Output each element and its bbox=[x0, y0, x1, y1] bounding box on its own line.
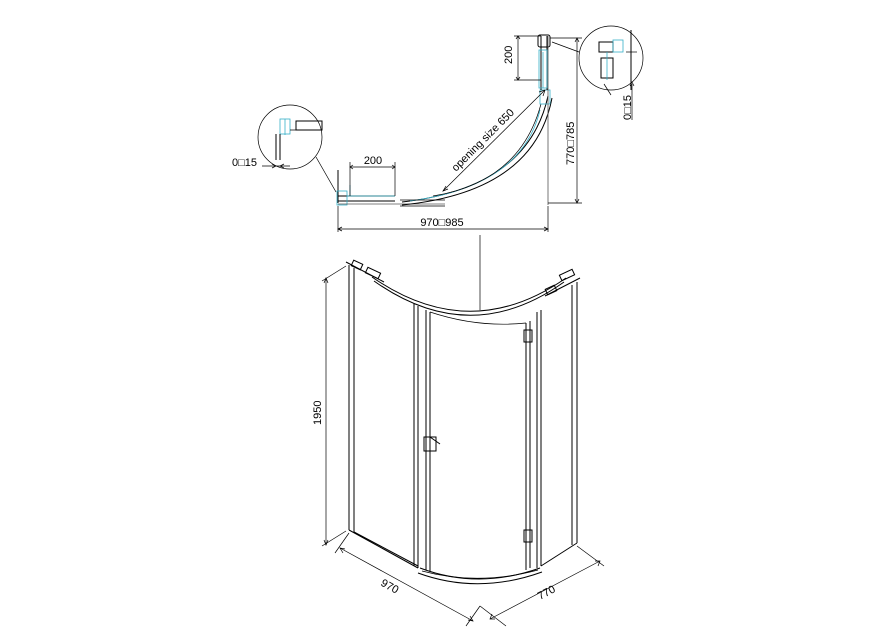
front-depth-dimension: 770 bbox=[479, 545, 605, 627]
left-fixed-width-label: 200 bbox=[364, 155, 382, 167]
right-wall-profile bbox=[537, 34, 551, 205]
right-fixed-panel bbox=[536, 268, 581, 568]
bottom-hinge bbox=[523, 529, 533, 543]
plan-view: 200 0□15 bbox=[232, 25, 644, 232]
right-fixed-dimension: 200 bbox=[503, 35, 541, 81]
left-detail-dimension-label: 0□15 bbox=[232, 157, 257, 169]
width-range-label: 970□985 bbox=[420, 217, 463, 229]
depth-range-dimension: 770□785 bbox=[548, 37, 582, 204]
bottom-curved-tray bbox=[417, 567, 543, 585]
left-fixed-panel bbox=[345, 259, 419, 569]
height-dimension: 1950 bbox=[312, 265, 347, 547]
left-detail-callout: 0□15 bbox=[232, 104, 337, 193]
curved-door-panel bbox=[423, 310, 533, 572]
top-hinge bbox=[523, 329, 533, 343]
front-width-label: 970 bbox=[379, 577, 401, 596]
left-fixed-dimension: 200 bbox=[349, 155, 396, 196]
front-width-dimension: 970 bbox=[334, 532, 481, 627]
curved-door-plan bbox=[400, 89, 553, 207]
right-fixed-width-label: 200 bbox=[503, 46, 515, 64]
right-detail-callout: 0□15 bbox=[551, 25, 644, 120]
width-range-dimension: 970□985 bbox=[337, 206, 549, 232]
depth-range-label: 770□785 bbox=[565, 122, 577, 165]
height-label: 1950 bbox=[312, 401, 324, 425]
front-depth-label: 770 bbox=[536, 583, 558, 602]
perspective-view: 1950 970 770 bbox=[312, 259, 605, 627]
top-curved-rail bbox=[371, 276, 567, 316]
right-detail-dimension-label: 0□15 bbox=[622, 95, 634, 120]
